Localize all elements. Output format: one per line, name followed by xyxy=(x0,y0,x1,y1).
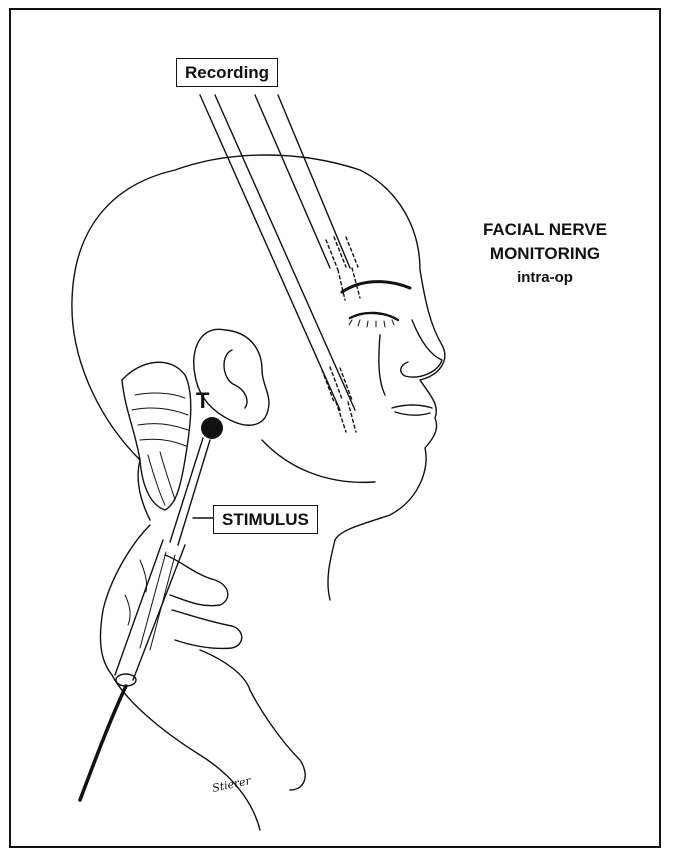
muscle-striations xyxy=(132,393,188,446)
recording-wire-1 xyxy=(200,95,340,410)
forehead-needle-1 xyxy=(326,237,346,300)
nose xyxy=(401,320,442,377)
muscle-exposure xyxy=(122,362,191,510)
hand-thumb xyxy=(200,650,305,790)
figure-title: FACIAL NERVE MONITORING intra-op xyxy=(455,218,635,290)
recording-label: Recording xyxy=(176,58,278,87)
title-line-2: MONITORING xyxy=(455,242,635,266)
eyebrow xyxy=(342,282,410,292)
stimulus-cable xyxy=(80,686,126,800)
cheek-fold xyxy=(379,335,385,395)
recording-wire-4 xyxy=(278,95,350,268)
hand-finger-2 xyxy=(172,610,242,648)
neck-front xyxy=(328,540,335,600)
electrode-tip xyxy=(201,417,223,439)
jaw-line xyxy=(262,440,375,482)
ear-inner xyxy=(224,350,247,408)
electrode-marker-label: T xyxy=(196,388,209,414)
stimulus-probe-shaft xyxy=(170,438,210,545)
hand-finger-1 xyxy=(165,555,228,606)
neck-back xyxy=(138,460,150,520)
title-line-1: FACIAL NERVE xyxy=(455,218,635,242)
title-line-3: intra-op xyxy=(455,266,635,290)
recording-wire-2 xyxy=(215,95,355,410)
head-outline xyxy=(72,155,445,540)
stimulus-label: STIMULUS xyxy=(213,505,318,534)
eye-lid xyxy=(350,313,398,320)
mouth xyxy=(392,405,432,415)
eyelashes xyxy=(349,320,394,327)
mastoid-cavity xyxy=(148,452,175,505)
recording-wire-3 xyxy=(255,95,330,268)
handle-stripes xyxy=(140,552,175,650)
